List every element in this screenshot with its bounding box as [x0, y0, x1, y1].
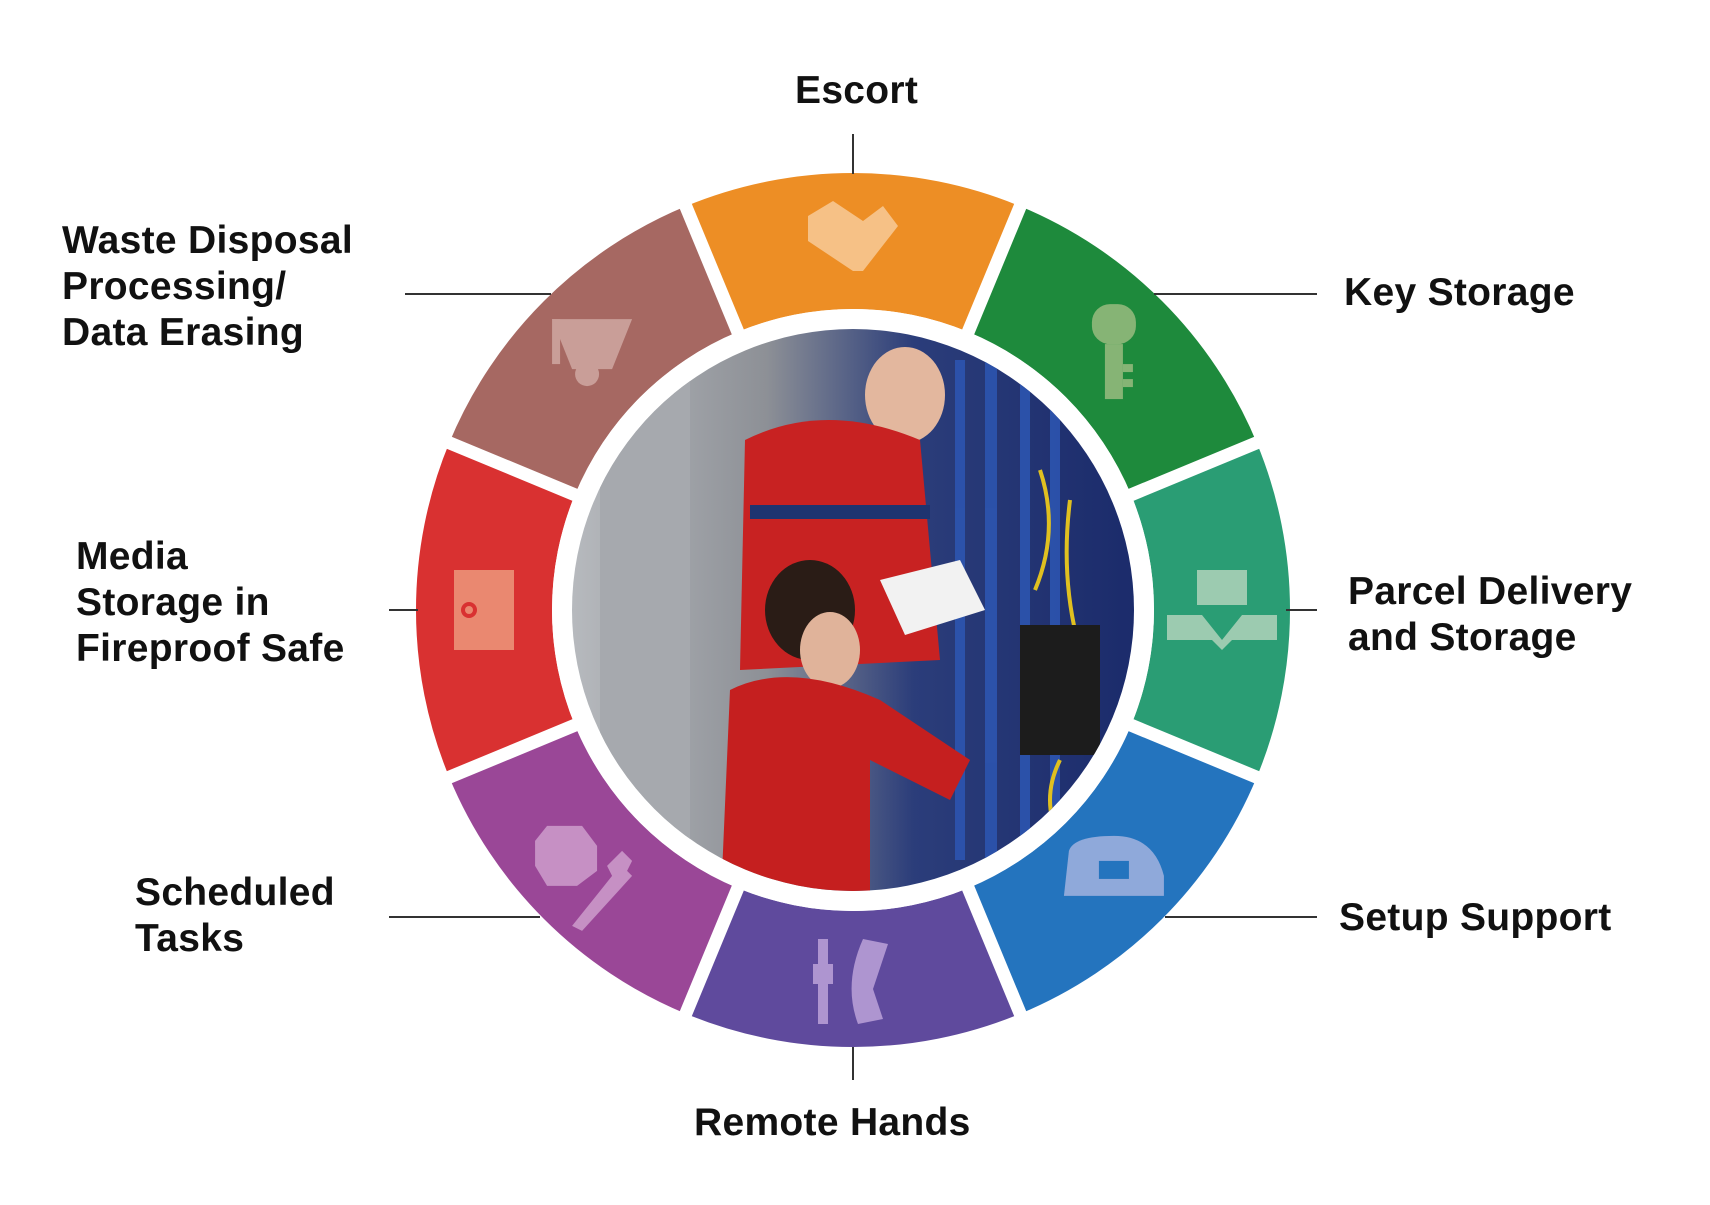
segment-gap	[442, 717, 583, 786]
label-line: Data Erasing	[62, 311, 305, 354]
parcel-icon	[1167, 570, 1277, 650]
label-line: Storage in	[76, 581, 270, 624]
label-waste-disposal: Waste Disposal Processing/ Data Erasing	[62, 218, 353, 356]
label-line: Processing/	[62, 265, 287, 308]
segment-gap	[1123, 434, 1264, 503]
leader-line-media	[389, 609, 418, 611]
segment-gap	[1123, 717, 1264, 786]
label-remote-hands: Remote Hands	[694, 1101, 971, 1144]
key-icon	[1091, 304, 1136, 400]
segment-gap	[960, 880, 1029, 1021]
leader-line-setup	[1165, 916, 1317, 918]
leader-line-waste	[405, 293, 551, 295]
label-key-storage: Key Storage	[1344, 271, 1575, 314]
label-escort: Escort	[795, 69, 919, 112]
leader-line-scheduled	[389, 916, 540, 918]
label-line: Fireproof Safe	[76, 627, 345, 670]
center-photo	[572, 329, 1134, 891]
segment-remote-hands	[685, 888, 1021, 1047]
leader-line-parcel	[1286, 609, 1317, 611]
label-line: Parcel Delivery	[1348, 570, 1633, 613]
clock-wrench-icon	[535, 825, 633, 931]
label-media-storage: Media Storage in Fireproof Safe	[76, 534, 345, 672]
helmet-icon	[1063, 835, 1164, 896]
label-parcel-delivery: Parcel Delivery and Storage	[1348, 569, 1632, 661]
label-line: and Storage	[1348, 616, 1577, 659]
label-line: Scheduled	[135, 871, 335, 914]
segment-parcel-delivery-and-storage	[1131, 442, 1290, 778]
handshake-icon	[808, 201, 898, 271]
segment-gap	[442, 434, 583, 503]
leader-line-escort	[852, 134, 854, 174]
segment-gap	[677, 199, 746, 340]
leader-line-key	[1154, 293, 1317, 295]
leader-line-remote	[852, 1047, 854, 1080]
label-line: Waste Disposal	[62, 219, 354, 262]
tools-phone-icon	[813, 939, 888, 1024]
label-scheduled-tasks: Scheduled Tasks	[135, 870, 335, 962]
label-line: Tasks	[135, 917, 245, 960]
cart-icon	[552, 319, 633, 387]
safe-icon	[454, 570, 514, 650]
segment-gap	[677, 880, 746, 1021]
label-line: Media	[76, 535, 189, 578]
segment-gap	[960, 199, 1029, 340]
label-setup-support: Setup Support	[1339, 896, 1612, 939]
